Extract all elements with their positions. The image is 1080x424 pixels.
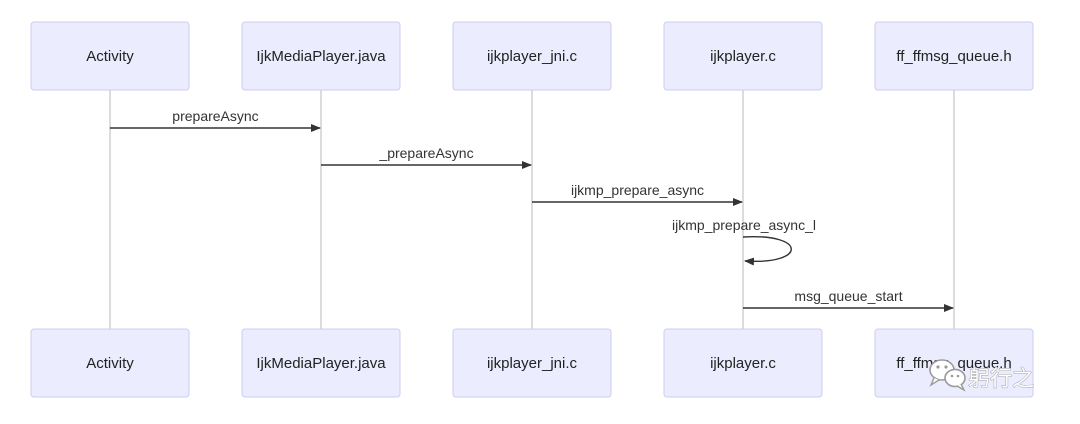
message: prepareAsync [110, 108, 321, 132]
actor-rect [663, 328, 823, 398]
actor-box-top: ff_ffmsg_queue.h [874, 21, 1034, 91]
actor-label: ijkplayer.c [710, 355, 776, 372]
message: ijkmp_prepare_async [532, 182, 743, 206]
actor-box-bottom: ijkplayer.c [663, 328, 823, 398]
actor-label: IjkMediaPlayer.java [256, 48, 386, 65]
actor-rect [452, 328, 612, 398]
message: msg_queue_start [743, 288, 954, 312]
actor-label: Activity [86, 355, 134, 372]
message-label: prepareAsync [172, 108, 258, 124]
actor-rect [874, 328, 1034, 398]
actor-box-top: Activity [30, 21, 190, 91]
actor-label: Activity [86, 48, 134, 65]
actor-box-bottom: ff_ffmsg_queue.h [874, 328, 1034, 398]
watermark: 躬行之 [929, 359, 1034, 392]
actor-label: ijkplayer_jni.c [487, 355, 578, 372]
actor-rect [663, 21, 823, 91]
watermark-text: 躬行之 [968, 367, 1034, 392]
actor-label: ff_ffmsg_queue.h [896, 48, 1011, 65]
actor-rect [241, 21, 401, 91]
actor-box-top: IjkMediaPlayer.java [241, 21, 401, 91]
actor-label: ijkplayer_jni.c [487, 48, 578, 65]
message-label: _prepareAsync [378, 145, 473, 161]
actor-label: ijkplayer.c [710, 48, 776, 65]
actor-rect [874, 21, 1034, 91]
actor-rect [30, 21, 190, 91]
message: ijkmp_prepare_async_l [672, 217, 816, 266]
actor-box-top: ijkplayer_jni.c [452, 21, 612, 91]
message-label: ijkmp_prepare_async [571, 182, 704, 198]
message: _prepareAsync [321, 145, 532, 169]
wechat-icon [929, 359, 966, 392]
actor-box-bottom: IjkMediaPlayer.java [241, 328, 401, 398]
actor-rect [30, 328, 190, 398]
actor-label: IjkMediaPlayer.java [256, 355, 386, 372]
actor-rect [452, 21, 612, 91]
actor-box-top: ijkplayer.c [663, 21, 823, 91]
actor-rect [241, 328, 401, 398]
self-message-arrow [742, 235, 792, 266]
actor-box-bottom: Activity [30, 328, 190, 398]
actor-box-bottom: ijkplayer_jni.c [452, 328, 612, 398]
message-label: ijkmp_prepare_async_l [672, 217, 816, 233]
actor-label: ff_ffmsg_queue.h [896, 355, 1011, 372]
message-label: msg_queue_start [794, 288, 902, 304]
